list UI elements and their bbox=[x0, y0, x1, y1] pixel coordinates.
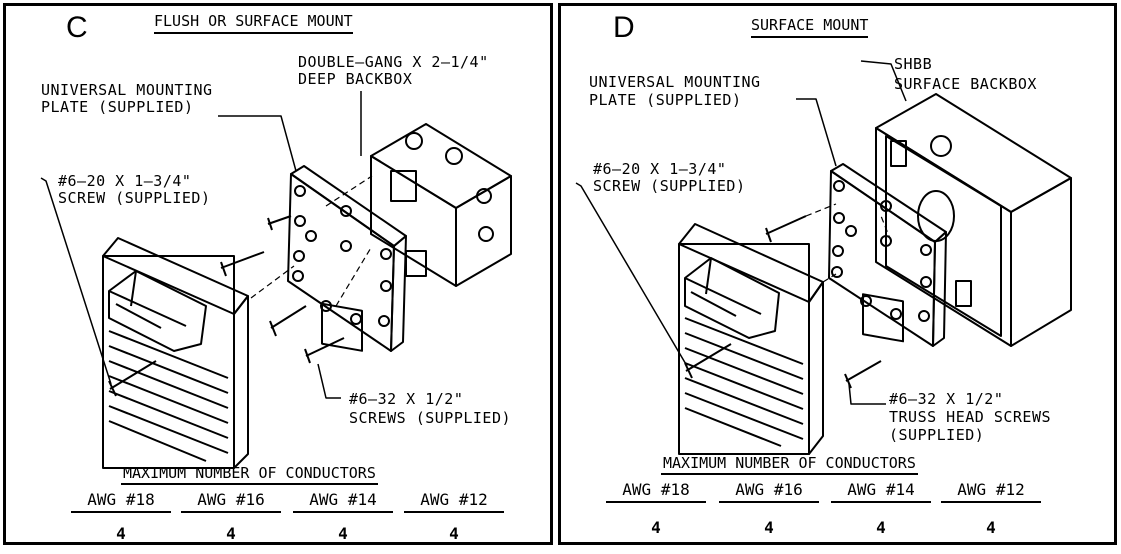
label-short-screws-line2: TRUSS HEAD SCREWS bbox=[889, 408, 1052, 426]
shbb-surface-backbox bbox=[875, 93, 1072, 347]
panel-d-letter: D bbox=[613, 11, 635, 44]
panel-c-flush-or-surface-mount: C FLUSH OR SURFACE MOUNT DOUBLE—GANG X 2… bbox=[3, 3, 553, 545]
label-short-screws-line1: #6—32 X 1/2" bbox=[889, 390, 1004, 408]
panel-c-value-awg14: 4 bbox=[338, 524, 348, 543]
label-short-screws-line1: #6—32 X 1/2" bbox=[349, 390, 464, 408]
panel-d-value-awg18: 4 bbox=[651, 518, 661, 537]
universal-mounting-plate bbox=[828, 163, 947, 347]
long-screws bbox=[684, 215, 807, 379]
label-long-screw-line1: #6—20 X 1—3/4" bbox=[593, 160, 727, 178]
panel-d-exploded-drawing bbox=[575, 60, 1072, 455]
panel-c-value-awg12: 4 bbox=[449, 524, 459, 543]
panel-c-header-awg14: AWG #14 bbox=[293, 490, 393, 513]
panel-d-title: SURFACE MOUNT bbox=[751, 16, 869, 38]
label-plate-line2: PLATE (SUPPLIED) bbox=[41, 98, 194, 116]
panel-c-value-awg16: 4 bbox=[226, 524, 236, 543]
universal-mounting-plate bbox=[287, 165, 407, 352]
label-plate-line2: PLATE (SUPPLIED) bbox=[589, 91, 742, 109]
short-screws bbox=[269, 305, 345, 364]
label-long-screw-line2: SCREW (SUPPLIED) bbox=[593, 177, 746, 195]
panel-c-header-awg18: AWG #18 bbox=[71, 490, 171, 513]
label-plate-line1: UNIVERSAL MOUNTING bbox=[41, 81, 213, 99]
label-backbox-line1: SHBB bbox=[894, 55, 933, 73]
panel-d-header-awg18: AWG #18 bbox=[606, 480, 706, 503]
label-short-screws-line3: (SUPPLIED) bbox=[889, 426, 985, 444]
label-backbox-line2: DEEP BACKBOX bbox=[298, 70, 413, 88]
panel-c-letter: C bbox=[66, 11, 88, 44]
device-housing bbox=[102, 237, 249, 469]
panel-d-value-awg12: 4 bbox=[986, 518, 996, 537]
double-gang-backbox bbox=[370, 123, 512, 287]
short-screws bbox=[844, 360, 882, 389]
long-screws bbox=[108, 215, 292, 397]
panel-c-header-awg16: AWG #16 bbox=[181, 490, 281, 513]
panel-d-table-caption: MAXIMUM NUMBER OF CONDUCTORS bbox=[661, 454, 918, 475]
label-short-screws-line2: SCREWS (SUPPLIED) bbox=[349, 409, 512, 427]
panel-c-title: FLUSH OR SURFACE MOUNT bbox=[154, 12, 353, 34]
label-long-screw-line2: SCREW (SUPPLIED) bbox=[58, 189, 211, 207]
label-plate-line1: UNIVERSAL MOUNTING bbox=[589, 73, 761, 91]
panel-d-header-awg12: AWG #12 bbox=[941, 480, 1041, 503]
label-long-screw-line1: #6—20 X 1—3/4" bbox=[58, 172, 192, 190]
panel-d-header-awg14: AWG #14 bbox=[831, 480, 931, 503]
panel-d-value-awg14: 4 bbox=[876, 518, 886, 537]
panel-c-exploded-drawing bbox=[40, 91, 512, 469]
panel-c-header-awg12: AWG #12 bbox=[404, 490, 504, 513]
panel-c-value-awg18: 4 bbox=[116, 524, 126, 543]
panel-c-table-caption: MAXIMUM NUMBER OF CONDUCTORS bbox=[121, 464, 378, 485]
panel-d-header-awg16: AWG #16 bbox=[719, 480, 819, 503]
label-backbox-line1: DOUBLE—GANG X 2—1/4" bbox=[298, 53, 489, 71]
panel-d-surface-mount: D SURFACE MOUNT SHBB SURFACE BACKBOX UNI… bbox=[558, 3, 1117, 545]
panel-d-value-awg16: 4 bbox=[764, 518, 774, 537]
label-backbox-line2: SURFACE BACKBOX bbox=[894, 75, 1037, 93]
device-housing bbox=[678, 223, 824, 455]
